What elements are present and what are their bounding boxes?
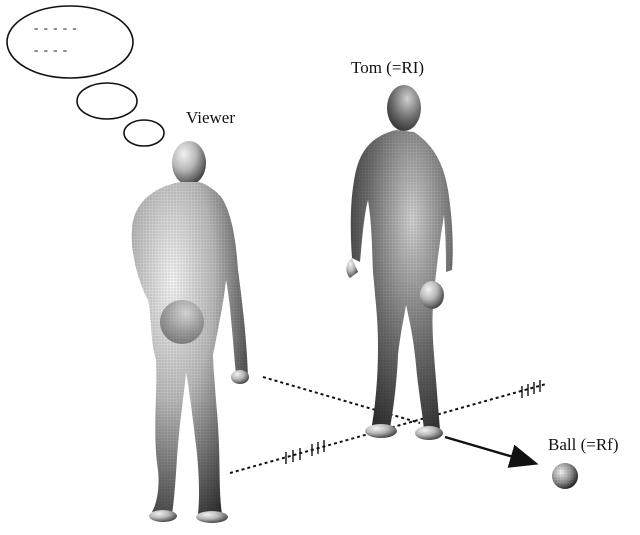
- thought-line-1: - - - - -: [34, 20, 78, 36]
- thought-bubble-small: [124, 120, 164, 146]
- axis-dashed-back: [263, 377, 420, 423]
- thought-bubble: [7, 6, 164, 146]
- thought-bubble-main: [7, 6, 133, 78]
- viewer-figure: [132, 141, 249, 523]
- axis-tick-marks: [286, 380, 540, 464]
- viewer-label: Viewer: [186, 108, 235, 128]
- ball-label: Ball (=Rf): [548, 435, 619, 455]
- tom-figure: [346, 85, 452, 440]
- arrow-to-ball: [445, 437, 534, 463]
- thought-line-2: - - - -: [34, 42, 68, 58]
- thought-bubble-mid: [77, 83, 137, 119]
- tom-label: Tom (=RI): [351, 58, 424, 78]
- ball: [552, 463, 578, 489]
